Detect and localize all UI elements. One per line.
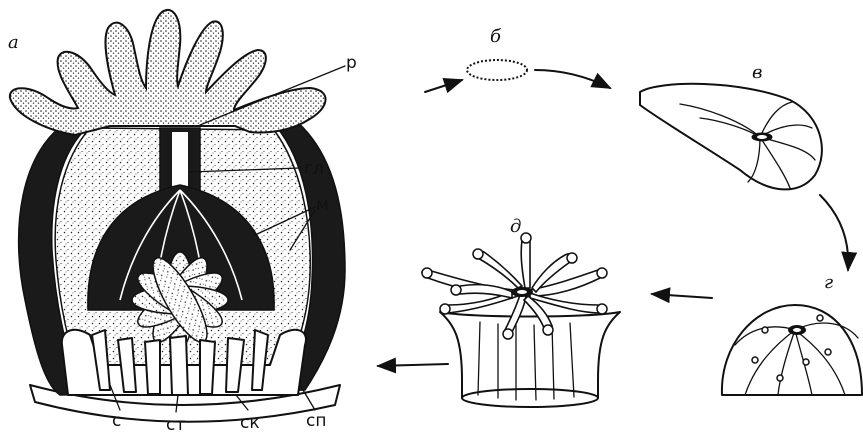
arrow-planula-to-v	[535, 70, 610, 88]
arrow-g-to-d	[652, 294, 712, 298]
panel-g-primary-polyp	[652, 294, 862, 395]
adult-polyp-base	[462, 389, 598, 407]
panel-label-v: в	[752, 62, 762, 83]
label-s: с	[112, 411, 121, 431]
panel-d-adult-polyp	[378, 233, 620, 407]
label-sk: ск	[240, 413, 260, 433]
label-r: р	[346, 53, 357, 73]
label-m: м	[316, 195, 329, 215]
panel-label-g: г	[824, 272, 833, 293]
label-sp: сп	[306, 411, 326, 431]
panel-label-a: а	[8, 32, 19, 53]
settling-larva-body	[640, 84, 822, 190]
arrow-v-to-g	[820, 195, 848, 270]
panel-a-polyp-section	[10, 10, 345, 422]
panel-label-d: д	[510, 216, 521, 237]
planula-body	[467, 60, 527, 80]
arrow-into-planula	[425, 80, 462, 92]
label-gl: гл	[304, 159, 324, 179]
panel-v-settling-larva	[640, 84, 848, 270]
primary-polyp-dome	[722, 305, 862, 395]
panel-b-planula	[425, 60, 610, 92]
panel-label-b: б	[490, 26, 502, 47]
label-st: ст	[166, 415, 185, 435]
adult-polyp-column	[440, 312, 620, 398]
pharynx-lumen	[172, 132, 188, 188]
arrow-d-to-a	[378, 364, 448, 366]
tentacle-crown	[10, 10, 326, 135]
